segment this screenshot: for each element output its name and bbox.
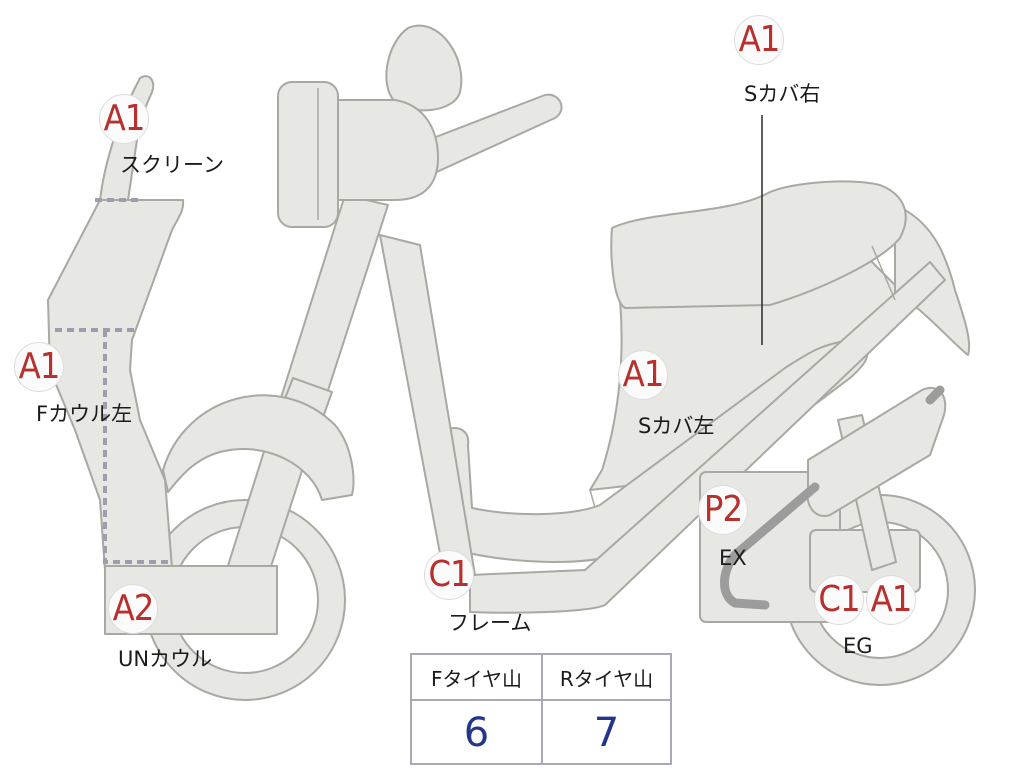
label-exhaust: EX xyxy=(719,546,747,570)
muffler xyxy=(806,387,947,517)
marker-f-cowl-left: A1 xyxy=(14,342,64,392)
headlight-housing xyxy=(324,99,439,201)
main-frame xyxy=(469,261,946,614)
front-cowl xyxy=(47,199,185,571)
front-tire-value: 6 xyxy=(463,710,490,756)
label-engine: EG xyxy=(843,634,873,658)
marker-engine-a: A1 xyxy=(866,575,916,625)
marker-un-cowl: A2 xyxy=(108,584,158,634)
rear-tire-value: 7 xyxy=(593,710,620,756)
table-column-divider xyxy=(541,655,543,763)
marker-s-cover-right: A1 xyxy=(734,15,784,65)
label-s-cover-right: Sカバ右 xyxy=(744,82,821,106)
marker-engine-c: C1 xyxy=(814,575,864,625)
headlight xyxy=(277,81,339,228)
muffler-tip xyxy=(925,385,945,405)
mirror xyxy=(385,24,463,112)
seat-seam xyxy=(871,245,896,301)
marker-frame: C1 xyxy=(424,550,474,600)
tire-tread-table: Fタイヤ山 Rタイヤ山 6 7 xyxy=(410,653,672,765)
label-s-cover-left: Sカバ左 xyxy=(638,414,715,438)
down-tube xyxy=(379,234,476,581)
handlebar xyxy=(414,93,563,176)
cowl-boundary-inner xyxy=(103,330,172,564)
exhaust-pipe xyxy=(720,482,820,610)
front-tire-header: Fタイヤ山 xyxy=(431,666,522,691)
front-fender xyxy=(162,394,355,501)
label-f-cowl-left: Fカウル左 xyxy=(36,402,133,426)
label-frame: フレーム xyxy=(448,611,532,635)
label-un-cowl: UNカウル xyxy=(118,647,213,671)
marker-s-cover-left: A1 xyxy=(618,350,668,400)
marker-screen: A1 xyxy=(99,94,149,144)
label-screen: スクリーン xyxy=(120,153,224,177)
rear-tire-header: Rタイヤ山 xyxy=(559,666,654,691)
seat xyxy=(610,180,907,309)
marker-exhaust: P2 xyxy=(698,485,748,535)
